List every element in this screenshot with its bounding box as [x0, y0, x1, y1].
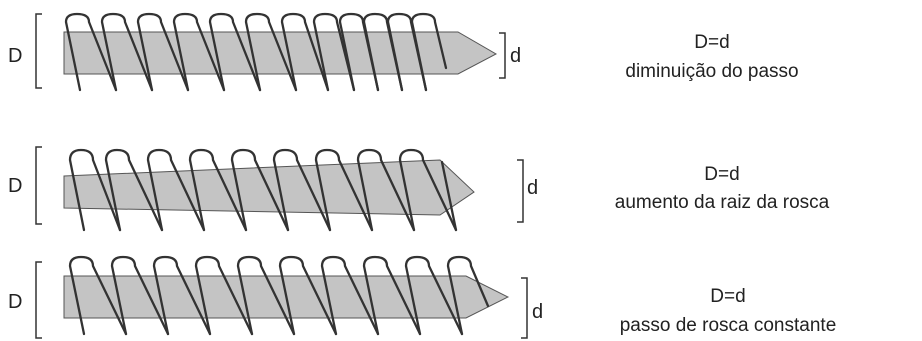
screw-body — [63, 148, 475, 232]
inner-diameter-bracket — [517, 159, 524, 223]
outer-diameter-label: D — [8, 175, 22, 197]
inner-diameter-bracket — [499, 32, 506, 79]
outer-diameter-bracket — [35, 261, 42, 339]
inner-diameter-bracket — [521, 277, 528, 339]
caption-label: aumento da raiz da rosca — [615, 192, 830, 213]
screw-body — [63, 12, 498, 92]
outer-diameter-bracket — [35, 146, 42, 225]
screw-body — [63, 255, 510, 336]
caption-label: passo de rosca constante — [620, 315, 837, 336]
inner-diameter-label: d — [532, 301, 543, 323]
inner-diameter-label: d — [510, 45, 521, 67]
inner-diameter-label: d — [527, 177, 538, 199]
screw-increasing-root: D d D=d aumento da raiz da rosca — [8, 146, 830, 232]
screw-diminishing-pitch: D d D=d diminuição do passo — [8, 12, 799, 92]
screw-constant-pitch: D d D=d passo de rosca constante — [8, 255, 837, 339]
formula-label: D=d — [710, 286, 745, 307]
outer-diameter-label: D — [8, 45, 22, 67]
thread-helix — [68, 255, 490, 336]
screw-shaft — [63, 31, 498, 75]
outer-diameter-bracket — [35, 13, 42, 89]
caption-label: diminuição do passo — [625, 61, 798, 82]
formula-label: D=d — [704, 164, 739, 185]
thread-helix — [68, 148, 458, 232]
outer-diameter-label: D — [8, 291, 22, 313]
thread-helix — [64, 12, 448, 92]
formula-label: D=d — [694, 32, 729, 53]
